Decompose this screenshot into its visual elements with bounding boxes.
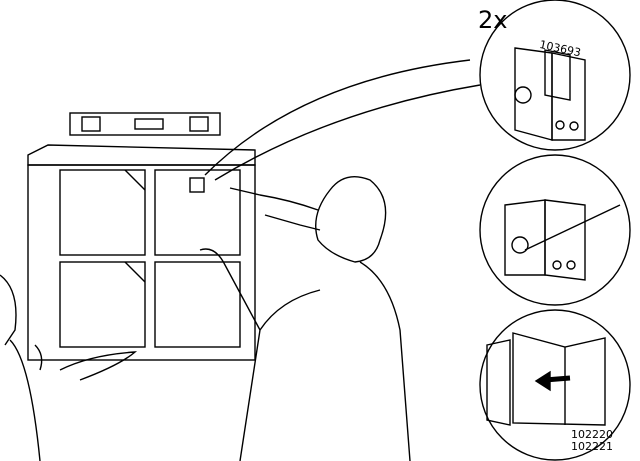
person-figure-left xyxy=(0,274,138,461)
arrow-left-icon xyxy=(534,370,571,392)
part-number: 102221 xyxy=(571,440,613,453)
detail-circle-1 xyxy=(479,0,631,151)
detail-circle-2 xyxy=(479,154,631,306)
spirit-level-icon xyxy=(69,112,221,136)
part-numbers-bottom: 102220 102221 xyxy=(571,429,613,453)
person-figure xyxy=(199,176,411,461)
detail-circle-3 xyxy=(479,309,631,461)
shelf-cabinet xyxy=(27,144,256,361)
part-number: 102220 xyxy=(571,428,613,441)
quantity-label: 2x xyxy=(478,6,508,34)
